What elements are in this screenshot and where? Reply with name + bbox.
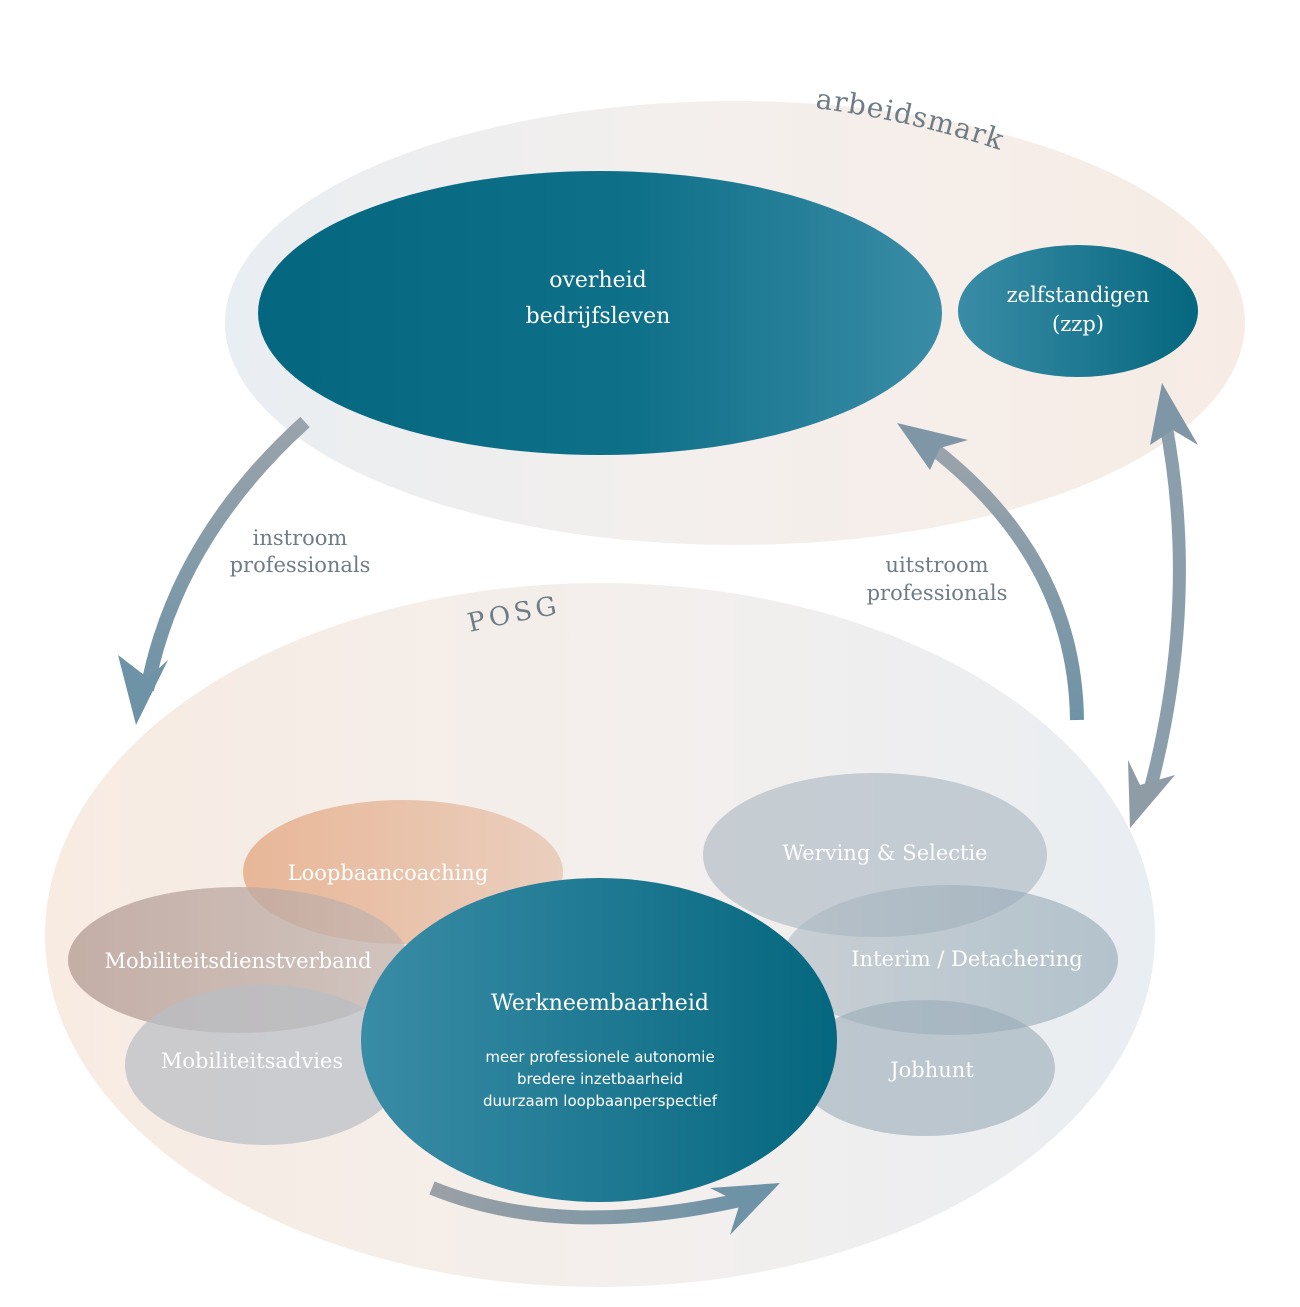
uitstroom-professionals-label: professionals <box>867 581 1008 605</box>
instroom-arrow <box>118 416 310 725</box>
bedrijfsleven-label: bedrijfsleven <box>526 304 671 329</box>
werkneembaarheid-point: duurzaam loopbaanperspectief <box>483 1092 718 1110</box>
werkneembaarheid-title: Werkneembaarheid <box>491 991 709 1016</box>
instroom-label: instroom <box>253 526 348 550</box>
jobhunt-label: Jobhunt <box>888 1058 974 1082</box>
loopbaancoaching-label: Loopbaancoaching <box>288 861 489 885</box>
uitstroom-label: uitstroom <box>885 553 988 577</box>
zzp-two-way-arrow <box>1128 383 1198 828</box>
zzp-label: (zzp) <box>1052 312 1104 336</box>
jobhunt-ellipse <box>795 1000 1055 1136</box>
interim-detachering-label: Interim / Detachering <box>851 947 1082 971</box>
werkneembaarheid-ellipse <box>361 878 837 1202</box>
mobiliteitsadvies-label: Mobiliteitsadvies <box>161 1049 343 1073</box>
interim-detachering-ellipse <box>782 885 1118 1035</box>
zelfstandigen-ellipse <box>958 245 1198 377</box>
werkneembaarheid-point: meer professionele autonomie <box>485 1048 714 1066</box>
mobiliteitsdienstverband-label: Mobiliteitsdienstverband <box>104 949 371 973</box>
cycle-arrow <box>429 1181 780 1235</box>
werving-selectie-label: Werving & Selectie <box>782 841 987 865</box>
mobiliteitsadvies-ellipse <box>125 985 405 1145</box>
overheid-bedrijfsleven-ellipse <box>258 171 942 455</box>
werkneembaarheid-point: bredere inzetbaarheid <box>517 1070 683 1088</box>
zelfstandigen-label: zelfstandigen <box>1007 283 1150 307</box>
instroom-professionals-label: professionals <box>230 553 371 577</box>
overheid-label: overheid <box>549 268 647 293</box>
uitstroom-arrow <box>897 423 1084 721</box>
